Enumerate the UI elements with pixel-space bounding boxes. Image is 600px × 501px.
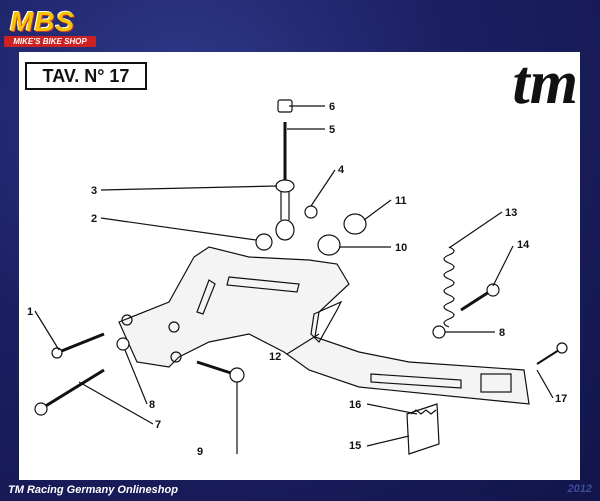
label-14: 14 bbox=[517, 239, 530, 251]
leader-1 bbox=[34, 310, 60, 351]
leader-17 bbox=[536, 369, 554, 399]
label-9: 9 bbox=[197, 446, 203, 458]
leader-2 bbox=[100, 217, 257, 241]
bolt-14-head bbox=[486, 283, 500, 297]
arm-end-slot bbox=[480, 373, 512, 393]
leader-7 bbox=[78, 381, 154, 425]
leader-3 bbox=[100, 185, 278, 191]
spring-13 bbox=[443, 246, 455, 328]
table-number-label: TAV. N° 17 bbox=[25, 62, 147, 90]
bolt-17 bbox=[536, 349, 560, 365]
leader-16 bbox=[366, 403, 418, 415]
label-7: 7 bbox=[155, 419, 161, 431]
label-17: 17 bbox=[555, 393, 567, 405]
label-16: 16 bbox=[349, 399, 361, 411]
arm-slot-4 bbox=[370, 373, 462, 389]
label-8-right: 8 bbox=[499, 327, 505, 339]
leader-14 bbox=[492, 245, 514, 287]
label-2: 2 bbox=[91, 213, 97, 225]
bolt-7 bbox=[43, 368, 105, 409]
label-11: 11 bbox=[395, 195, 407, 207]
label-1: 1 bbox=[27, 306, 33, 318]
bracket-hole-1 bbox=[121, 314, 133, 326]
leader-4 bbox=[310, 169, 336, 207]
arm-slot-1 bbox=[196, 279, 216, 315]
label-15: 15 bbox=[349, 440, 361, 452]
bracket-hole-2 bbox=[168, 321, 180, 333]
bolt-9 bbox=[196, 360, 235, 376]
nut-8-right bbox=[432, 325, 446, 339]
leader-15 bbox=[366, 435, 410, 447]
leader-8a bbox=[124, 349, 148, 405]
exploded-parts-diagram: 1 3 2 4 5 6 10 11 12 13 14 8 8 7 9 16 15… bbox=[27, 99, 568, 458]
bush-2 bbox=[255, 233, 273, 251]
nut-8-left bbox=[116, 337, 130, 351]
bolt-14 bbox=[460, 290, 490, 312]
label-4: 4 bbox=[338, 164, 345, 176]
bolt-1-head bbox=[51, 347, 63, 359]
label-5: 5 bbox=[329, 124, 335, 136]
washer-10 bbox=[317, 234, 341, 256]
footpeg-15 bbox=[406, 403, 440, 455]
spacer-3 bbox=[275, 179, 295, 193]
bush-11 bbox=[343, 213, 367, 235]
link-eye bbox=[275, 219, 295, 241]
bolt-1 bbox=[58, 332, 105, 354]
label-3: 3 bbox=[91, 185, 97, 197]
parts-sheet: TAV. N° 17 tm bbox=[19, 52, 580, 480]
brand-logo: tm bbox=[512, 49, 578, 117]
leader-11 bbox=[363, 199, 392, 221]
arm-slot-3 bbox=[310, 300, 343, 343]
label-10: 10 bbox=[395, 242, 407, 254]
label-13: 13 bbox=[505, 207, 517, 219]
arm-body bbox=[118, 246, 530, 405]
link-rod bbox=[280, 192, 290, 220]
footer-year: 2012 bbox=[567, 483, 592, 495]
bolt-7-head bbox=[34, 402, 48, 416]
leader-13 bbox=[448, 211, 503, 249]
bolt-17-head bbox=[556, 342, 568, 354]
bolt-9-head bbox=[229, 367, 245, 383]
label-8-left: 8 bbox=[149, 399, 155, 411]
bracket-hole-3 bbox=[170, 351, 182, 363]
shop-logo[interactable]: MBS MIKE'S BIKE SHOP bbox=[4, 4, 96, 52]
leader-12 bbox=[286, 333, 320, 355]
nut-4 bbox=[304, 205, 318, 219]
logo-main-text: MBS bbox=[10, 6, 76, 37]
label-12: 12 bbox=[269, 351, 281, 363]
footpeg-teeth bbox=[410, 409, 437, 415]
footer-shop-name[interactable]: TM Racing Germany Onlineshop bbox=[8, 484, 178, 496]
label-6: 6 bbox=[329, 101, 335, 113]
logo-sub-text: MIKE'S BIKE SHOP bbox=[4, 36, 96, 47]
arm-slot-2 bbox=[226, 276, 300, 293]
